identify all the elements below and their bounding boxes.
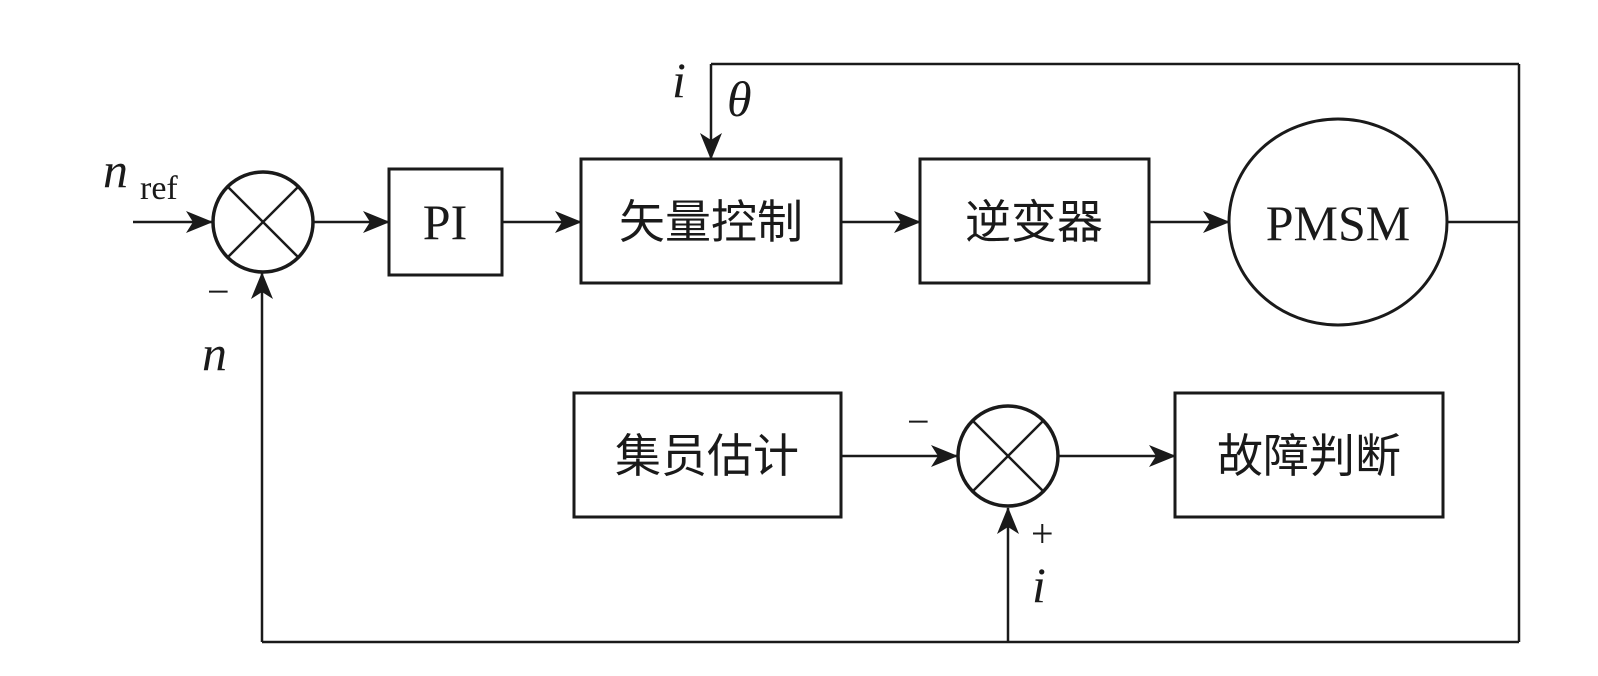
pmsm-label: PMSM bbox=[1266, 195, 1411, 251]
vector-control-block: 矢量控制 bbox=[579, 157, 843, 285]
theta-label: θ bbox=[727, 71, 752, 127]
n-ref-subscript: ref bbox=[140, 170, 178, 207]
fault-judgment-label: 故障判断 bbox=[1217, 429, 1401, 483]
sum2-minus-sign: − bbox=[907, 399, 930, 444]
pmsm-motor: PMSM bbox=[1227, 117, 1449, 327]
n-ref-label: n ref bbox=[103, 142, 178, 207]
set-membership-estimation-block: 集员估计 bbox=[572, 391, 843, 519]
n-ref-main: n bbox=[103, 142, 128, 198]
i-bottom-label: i bbox=[1032, 557, 1046, 613]
inverter-block: 逆变器 bbox=[918, 157, 1151, 285]
summing-junction-fault bbox=[956, 404, 1060, 508]
pi-controller-block: PI bbox=[387, 167, 504, 277]
pi-label: PI bbox=[423, 194, 467, 250]
inverter-label: 逆变器 bbox=[965, 195, 1103, 249]
n-feedback-label: n bbox=[202, 325, 227, 381]
vector-control-label: 矢量控制 bbox=[619, 195, 803, 249]
sum2-plus-sign: + bbox=[1031, 511, 1054, 556]
fault-judgment-block: 故障判断 bbox=[1173, 391, 1445, 519]
sum1-minus-sign: − bbox=[207, 269, 230, 314]
summing-junction-speed bbox=[211, 170, 315, 274]
i-top-label: i bbox=[672, 52, 686, 108]
set-membership-estimation-label: 集员估计 bbox=[615, 429, 799, 483]
